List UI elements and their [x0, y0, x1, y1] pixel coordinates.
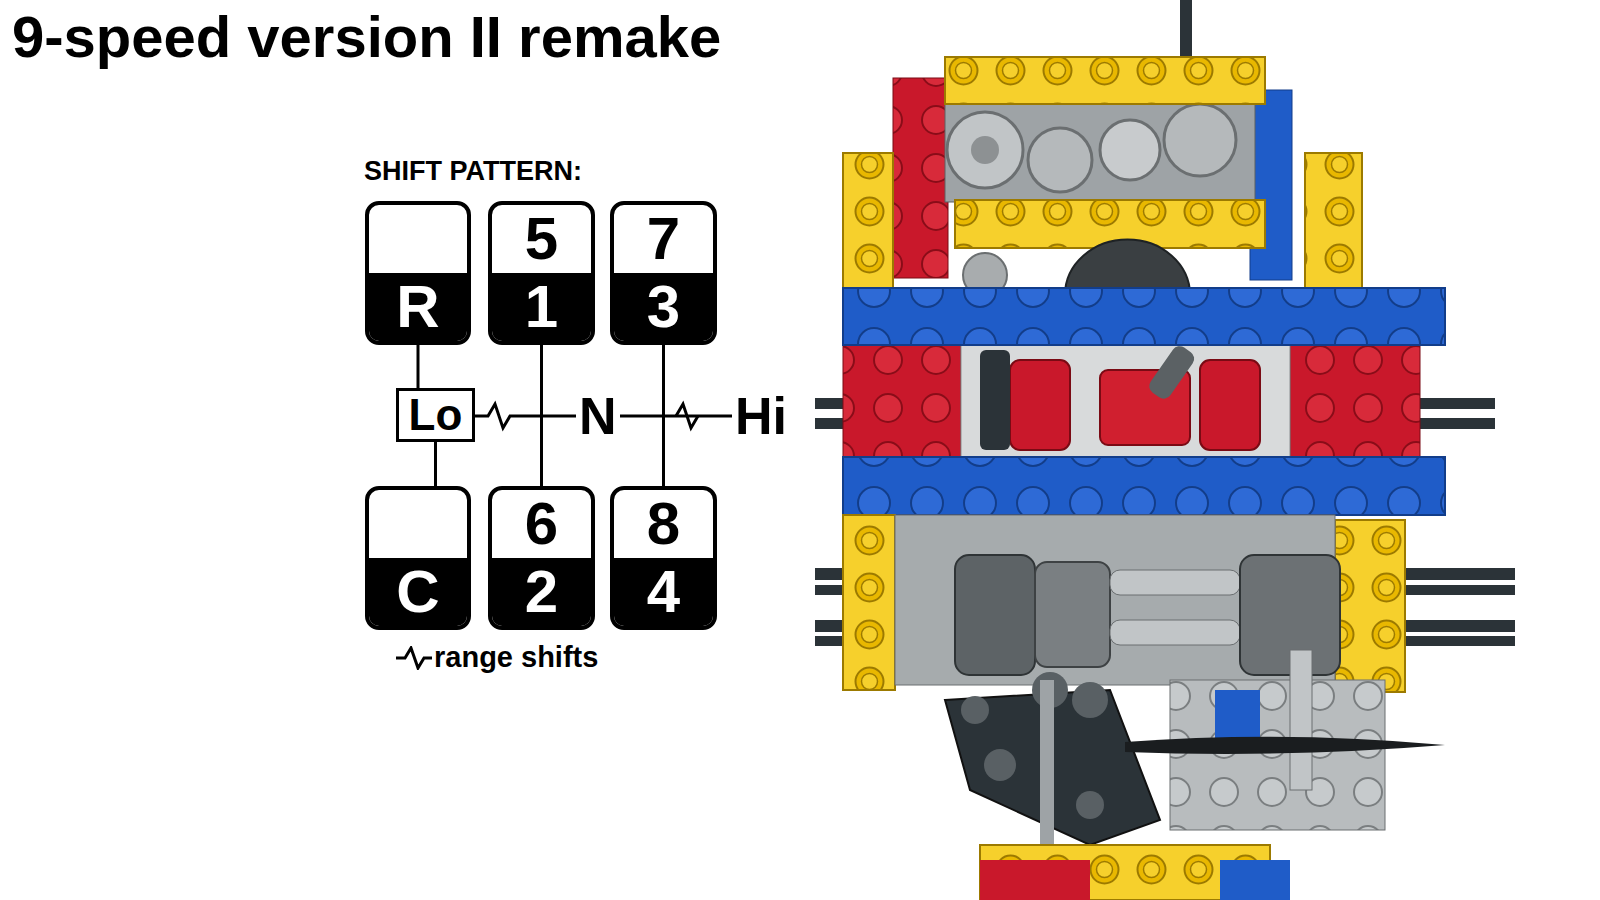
gear-position-box: 84: [610, 486, 717, 630]
upper-half: [369, 490, 467, 558]
gear: [1164, 104, 1236, 176]
connector: [1110, 570, 1240, 595]
upper-half: 5: [492, 205, 591, 273]
blue-brick: [1220, 860, 1290, 900]
gate-connector: [435, 442, 436, 486]
gate-line: [662, 345, 665, 486]
pin-hole: [1076, 791, 1104, 819]
gear-position-box: R: [365, 201, 471, 345]
gear-bay: [945, 102, 1255, 202]
range-shift-symbol: [396, 646, 432, 670]
squiggle: [396, 648, 432, 668]
neutral-label: N: [576, 390, 620, 442]
lower-half: R: [369, 273, 467, 341]
bevel-gear: [947, 112, 1023, 188]
yellow-beam: [1335, 520, 1405, 692]
connector: [1110, 620, 1240, 645]
title: 9-speed version II remake: [12, 4, 721, 71]
gate-line: [417, 345, 420, 388]
gear-number: C: [396, 562, 439, 622]
gate-connector: [663, 345, 664, 486]
gear-number: 3: [647, 277, 680, 337]
gate-connector: [418, 345, 419, 388]
range-label: Hi: [732, 390, 790, 442]
gear-hub: [971, 136, 999, 164]
gear-number: 7: [647, 209, 680, 269]
dark-gear: [1065, 240, 1190, 295]
red-brick: [980, 860, 1090, 900]
pin-hole: [1072, 682, 1108, 718]
legend-item: range shifts: [396, 643, 598, 672]
gear-number: 8: [647, 494, 680, 554]
pin-hole: [961, 696, 989, 724]
gear-position-box: 51: [488, 201, 595, 345]
shift-ring: [1035, 562, 1110, 667]
axle-pin: [1290, 650, 1312, 790]
gear-number: 6: [525, 494, 558, 554]
clutch-bay: [961, 343, 1290, 459]
gear: [1028, 128, 1092, 192]
lower-half: 4: [614, 558, 713, 626]
lower-half: 1: [492, 273, 591, 341]
gear-number: 2: [525, 562, 558, 622]
blue-beam: [843, 288, 1445, 345]
blue-beam: [843, 457, 1445, 515]
gear-number: R: [396, 277, 439, 337]
liftarm: [980, 350, 1010, 450]
red-gear: [1200, 360, 1260, 450]
red-brick: [893, 78, 948, 278]
red-gear: [1010, 360, 1070, 450]
red-brick: [843, 343, 961, 459]
upper-half: 8: [614, 490, 713, 558]
red-brick: [1290, 343, 1420, 459]
yellow-beam: [945, 57, 1265, 104]
lower-half: 2: [492, 558, 591, 626]
upper-half: [369, 205, 467, 273]
grey-block: [1170, 680, 1385, 830]
lower-half: C: [369, 558, 467, 626]
yellow-beam: [843, 153, 893, 293]
gate-line: [434, 442, 437, 486]
gear-number: 4: [647, 562, 680, 622]
legend-text: range shifts: [434, 643, 598, 672]
range-box: Lo: [396, 388, 475, 442]
lower-half: 3: [614, 273, 713, 341]
gate-line: [540, 345, 543, 486]
shift-ring: [955, 555, 1035, 675]
gear-position-box: 62: [488, 486, 595, 630]
yellow-beam: [1305, 153, 1362, 293]
middle-frame: [843, 288, 1445, 515]
range-text: Lo: [409, 393, 463, 437]
blue-brick: [1250, 90, 1292, 280]
lower-frame: [843, 515, 1445, 900]
shift-lever: [1146, 343, 1197, 402]
upper-frame: [843, 57, 1362, 297]
range-squiggle: [676, 404, 698, 428]
upper-half: 7: [614, 205, 713, 273]
gear-number: 1: [525, 277, 558, 337]
rubber-band: [1125, 737, 1445, 754]
gear-number: 5: [525, 209, 558, 269]
gear-position-box: C: [365, 486, 471, 630]
gear-position-box: 73: [610, 201, 717, 345]
upper-half: 6: [492, 490, 591, 558]
gear: [1100, 120, 1160, 180]
pin-hole: [984, 749, 1016, 781]
shift-pattern-heading: SHIFT PATTERN:: [364, 158, 582, 185]
yellow-beam: [843, 515, 895, 690]
gate-connector: [541, 345, 542, 486]
